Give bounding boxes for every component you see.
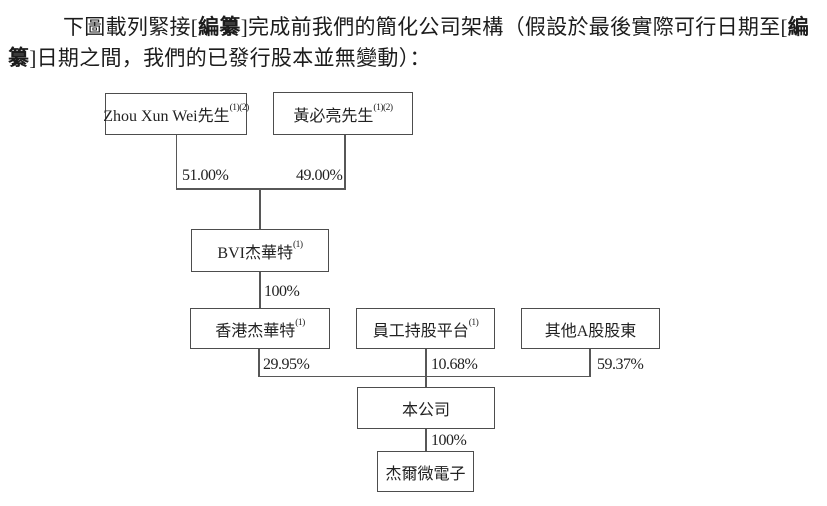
connector-hk-down xyxy=(258,349,260,377)
footnote-superscript: (1)(2) xyxy=(373,102,393,113)
org-node-other-a-shareholders: 其他A股股東 xyxy=(521,308,660,349)
connector-company-to-jieerwei xyxy=(425,429,427,451)
org-node-label: 本公司 xyxy=(401,402,450,419)
paragraph-text: ]完成前我們的簡化公司架構（假設於最後實際可行日期至[ xyxy=(240,15,788,39)
ownership-pct-huang-bvi: 49.00% xyxy=(296,167,343,184)
connector-huang-down xyxy=(344,135,346,189)
org-node-label: BVI杰華特 xyxy=(217,244,293,262)
org-node-label: 杰爾微電子 xyxy=(385,465,466,483)
ownership-pct-other-company: 59.37% xyxy=(597,356,644,373)
connector-junction-to-company xyxy=(425,376,427,387)
ownership-pct-hk-company: 29.95% xyxy=(263,356,310,373)
ownership-pct-zhou-bvi: 51.00% xyxy=(182,167,229,184)
org-node-bvi-jiehuate: BVI杰華特(1) xyxy=(191,229,329,272)
connector-top-junction xyxy=(175,188,346,190)
paragraph-text: 下圖載列緊接[ xyxy=(63,15,199,39)
redaction-placeholder: 編 xyxy=(787,15,810,39)
footnote-superscript: (1) xyxy=(292,239,303,250)
footnote-superscript: (1) xyxy=(295,317,305,328)
paragraph-line-1: 下圖載列緊接[編纂]完成前我們的簡化公司架構（假設於最後實際可行日期至[編 xyxy=(63,15,809,39)
org-node-huang-bi-liang: 黃必亮先生(1)(2) xyxy=(273,92,413,135)
ownership-pct-company-jieerwei: 100% xyxy=(431,432,467,449)
org-node-zhou-xun-wei: Zhou Xun Wei先生(1)(2) xyxy=(103,93,250,135)
connector-mid-junction xyxy=(258,375,591,377)
redaction-placeholder: 編纂 xyxy=(198,15,241,39)
redaction-placeholder: 纂 xyxy=(8,46,30,70)
connector-bvi-to-hk xyxy=(259,272,261,308)
org-node-jieerwei-electronics: 杰爾微電子 xyxy=(377,451,474,492)
org-node-hk-jiehuate: 香港杰華特(1) xyxy=(190,308,330,349)
connector-zhou-down xyxy=(175,135,177,189)
ownership-pct-platform-company: 10.68% xyxy=(431,356,478,373)
org-node-the-company: 本公司 xyxy=(357,387,495,429)
ownership-pct-bvi-hk: 100% xyxy=(264,283,300,300)
footnote-superscript: (1)(2) xyxy=(229,103,250,113)
connector-junction-to-bvi xyxy=(259,188,261,229)
org-node-label: 員工持股平台 xyxy=(372,322,469,340)
org-node-label: 黃必亮先生 xyxy=(293,107,374,125)
org-node-employee-platform: 員工持股平台(1) xyxy=(356,308,495,349)
connector-platform-down xyxy=(425,349,427,377)
org-node-label: Zhou Xun Wei先生 xyxy=(103,108,230,125)
paragraph-line-2: 纂]日期之間，我們的已發行股本並無變動）： xyxy=(8,46,431,70)
org-node-label: 其他A股股東 xyxy=(544,322,637,340)
org-node-label: 香港杰華特 xyxy=(215,322,296,340)
connector-other-down xyxy=(589,349,591,377)
footnote-superscript: (1) xyxy=(468,317,479,328)
paragraph-text: ]日期之間，我們的已發行股本並無變動）： xyxy=(29,46,431,70)
